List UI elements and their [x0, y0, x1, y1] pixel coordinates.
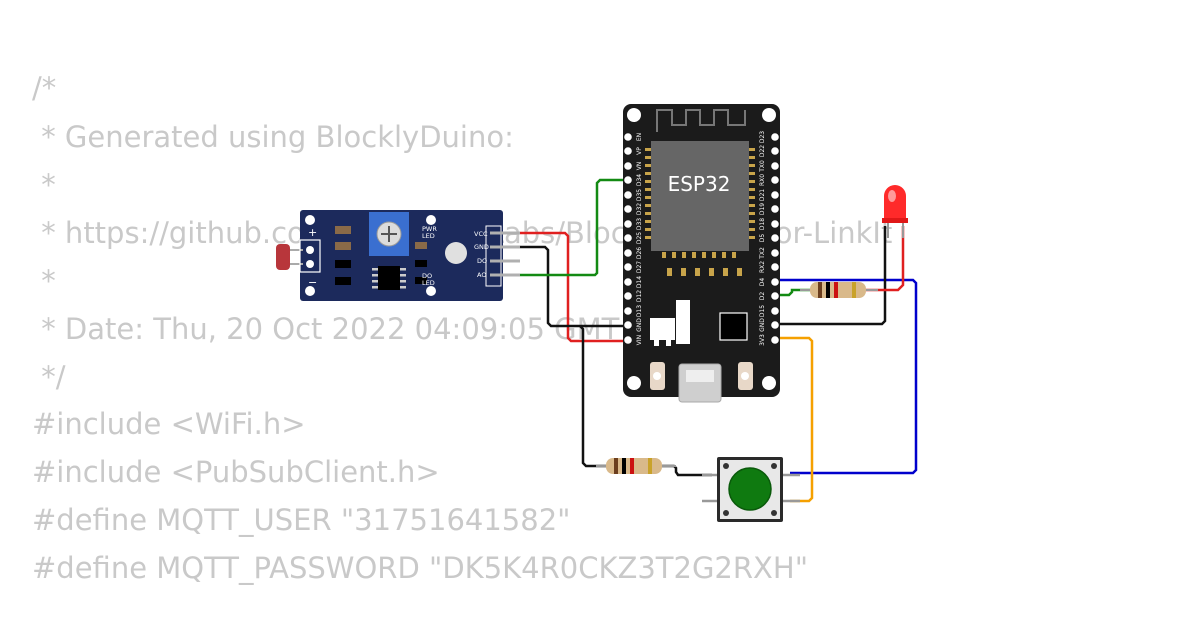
pin-label-d35: D35 [636, 189, 643, 201]
esp32-left-pins [624, 133, 632, 344]
wire-d4-blue[interactable] [772, 278, 918, 475]
button-cap[interactable] [729, 468, 771, 510]
esp32-board[interactable]: ESP32 [623, 104, 780, 403]
pin-label-d2: D2 [759, 292, 766, 301]
code-line: * [32, 264, 56, 298]
wire-d2-green[interactable] [772, 288, 810, 297]
plus-label: + [308, 226, 317, 239]
esp32-chip-label: ESP32 [668, 172, 731, 196]
esp32-chip [651, 141, 749, 251]
pwr-led-label: LED [422, 232, 435, 240]
wire-gnd-black[interactable] [520, 245, 634, 328]
module-pads [645, 148, 755, 258]
pin-label-d13: D13 [636, 305, 643, 317]
pin-label-d15: D15 [759, 305, 766, 317]
code-line: #include <PubSubClient.h> [32, 455, 440, 489]
pwr-led [445, 242, 467, 264]
pin-label-gnd-right: GND [759, 318, 766, 332]
pin-label-d14: D14 [636, 276, 643, 288]
wire-button-black[interactable] [662, 464, 712, 477]
pin-label-d32: D32 [636, 203, 643, 215]
mount-hole [426, 286, 436, 296]
mount-hole [762, 108, 776, 122]
esp32-right-pin-labels: D23 D22 TX0 RX0 D21 D19 D18 D5 TX2 RX2 D… [759, 131, 766, 346]
mount-hole [305, 215, 315, 225]
wire-led-gnd-black[interactable] [772, 226, 887, 326]
push-button[interactable] [702, 457, 800, 522]
code-line: #define MQTT_USER "31751641582" [32, 503, 571, 537]
wire-vcc-red[interactable] [520, 231, 634, 343]
sensor-pin-do: DO [477, 257, 487, 265]
wire-led-red[interactable] [866, 226, 905, 292]
pin-label-d22: D22 [759, 145, 766, 157]
resistor-led[interactable] [800, 282, 878, 298]
pin-label-d27: D27 [636, 261, 643, 273]
pin-label-d34: D34 [636, 174, 643, 186]
code-line: * Generated using BlocklyDuino: [32, 120, 514, 154]
pin-label-d18: D18 [759, 218, 766, 230]
usb-port[interactable] [678, 363, 722, 403]
wire-ao-green[interactable] [520, 178, 634, 277]
esp32-left-pin-labels: EN VP VN D34 D35 D32 D33 D25 D26 D27 D14… [636, 133, 643, 345]
comparator-ic [378, 266, 400, 290]
antenna-trace [656, 109, 746, 132]
mount-hole [426, 215, 436, 225]
pin-label-gnd: GND [636, 318, 643, 332]
pin-label-d19: D19 [759, 203, 766, 215]
esp32-right-pins [771, 133, 779, 344]
pin-label-d12: D12 [636, 290, 643, 302]
photoresistor [276, 244, 290, 270]
wire-resistor-gnd-black[interactable] [579, 325, 612, 468]
pin-label-d25: D25 [636, 232, 643, 244]
light-sensor-module[interactable]: + − PWR LED DO LED VCC GND DO AO [276, 210, 520, 301]
pin-label-rx0: RX0 [759, 174, 766, 186]
sensor-pin-ao: AO [477, 271, 486, 279]
pin-label-tx0: TX0 [759, 160, 766, 173]
wire-3v3-orange[interactable] [772, 336, 814, 503]
sensor-pin-vcc: VCC [474, 230, 488, 238]
led-body [884, 185, 906, 222]
pwr-led-label: PWR [422, 225, 437, 233]
code-line: #define MQTT_PASSWORD "DK5K4R0CKZ3T2G2RX… [32, 551, 809, 585]
pin-label-d21: D21 [759, 189, 766, 201]
code-line: * [32, 168, 56, 202]
pin-label-vn: VN [636, 162, 643, 171]
pin-label-3v3: 3V3 [759, 334, 766, 346]
minus-label: − [308, 276, 317, 289]
do-led-label: LED [422, 279, 435, 287]
pin-label-en: EN [636, 133, 643, 141]
mount-hole [627, 376, 641, 390]
mount-hole [305, 286, 315, 296]
usb-uart-ic [719, 312, 748, 341]
pin-label-d26: D26 [636, 247, 643, 259]
do-led-label: DO [422, 272, 432, 280]
pin-label-d33: D33 [636, 218, 643, 230]
code-line: */ [32, 360, 66, 394]
code-line: /* [32, 71, 57, 105]
resistor-button[interactable] [596, 458, 676, 474]
sensor-pin-gnd: GND [474, 243, 489, 251]
red-led[interactable] [882, 185, 908, 238]
voltage-regulator [650, 318, 675, 340]
mount-hole [762, 376, 776, 390]
pin-label-d23: D23 [759, 131, 766, 143]
pin-label-tx2: TX2 [759, 247, 766, 260]
pin-label-vp: VP [636, 147, 643, 155]
code-line: * Date: Thu, 20 Oct 2022 04:09:05 GMT [32, 312, 620, 346]
mount-hole [627, 108, 641, 122]
pin-label-vin: VIN [636, 335, 643, 345]
pin-label-d4: D4 [759, 278, 766, 287]
pin-label-d5: D5 [759, 234, 766, 243]
code-line: #include <WiFi.h> [32, 407, 306, 441]
pin-label-rx2: RX2 [759, 261, 766, 273]
wires [520, 178, 918, 503]
